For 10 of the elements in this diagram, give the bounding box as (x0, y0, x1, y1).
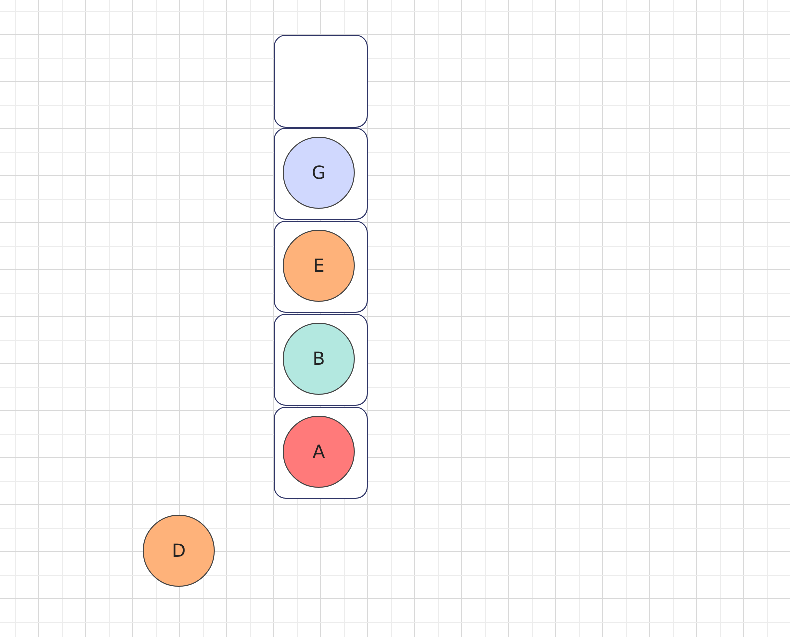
rounded-box (274, 407, 368, 499)
rounded-box (274, 314, 368, 406)
rounded-box (274, 128, 368, 220)
node-label: E (313, 256, 325, 276)
node-label: B (312, 348, 326, 370)
node-label: D (172, 540, 186, 562)
rounded-box (274, 35, 368, 128)
node-label: A (312, 442, 326, 462)
node-label: G (312, 162, 326, 184)
rounded-box (274, 221, 368, 313)
